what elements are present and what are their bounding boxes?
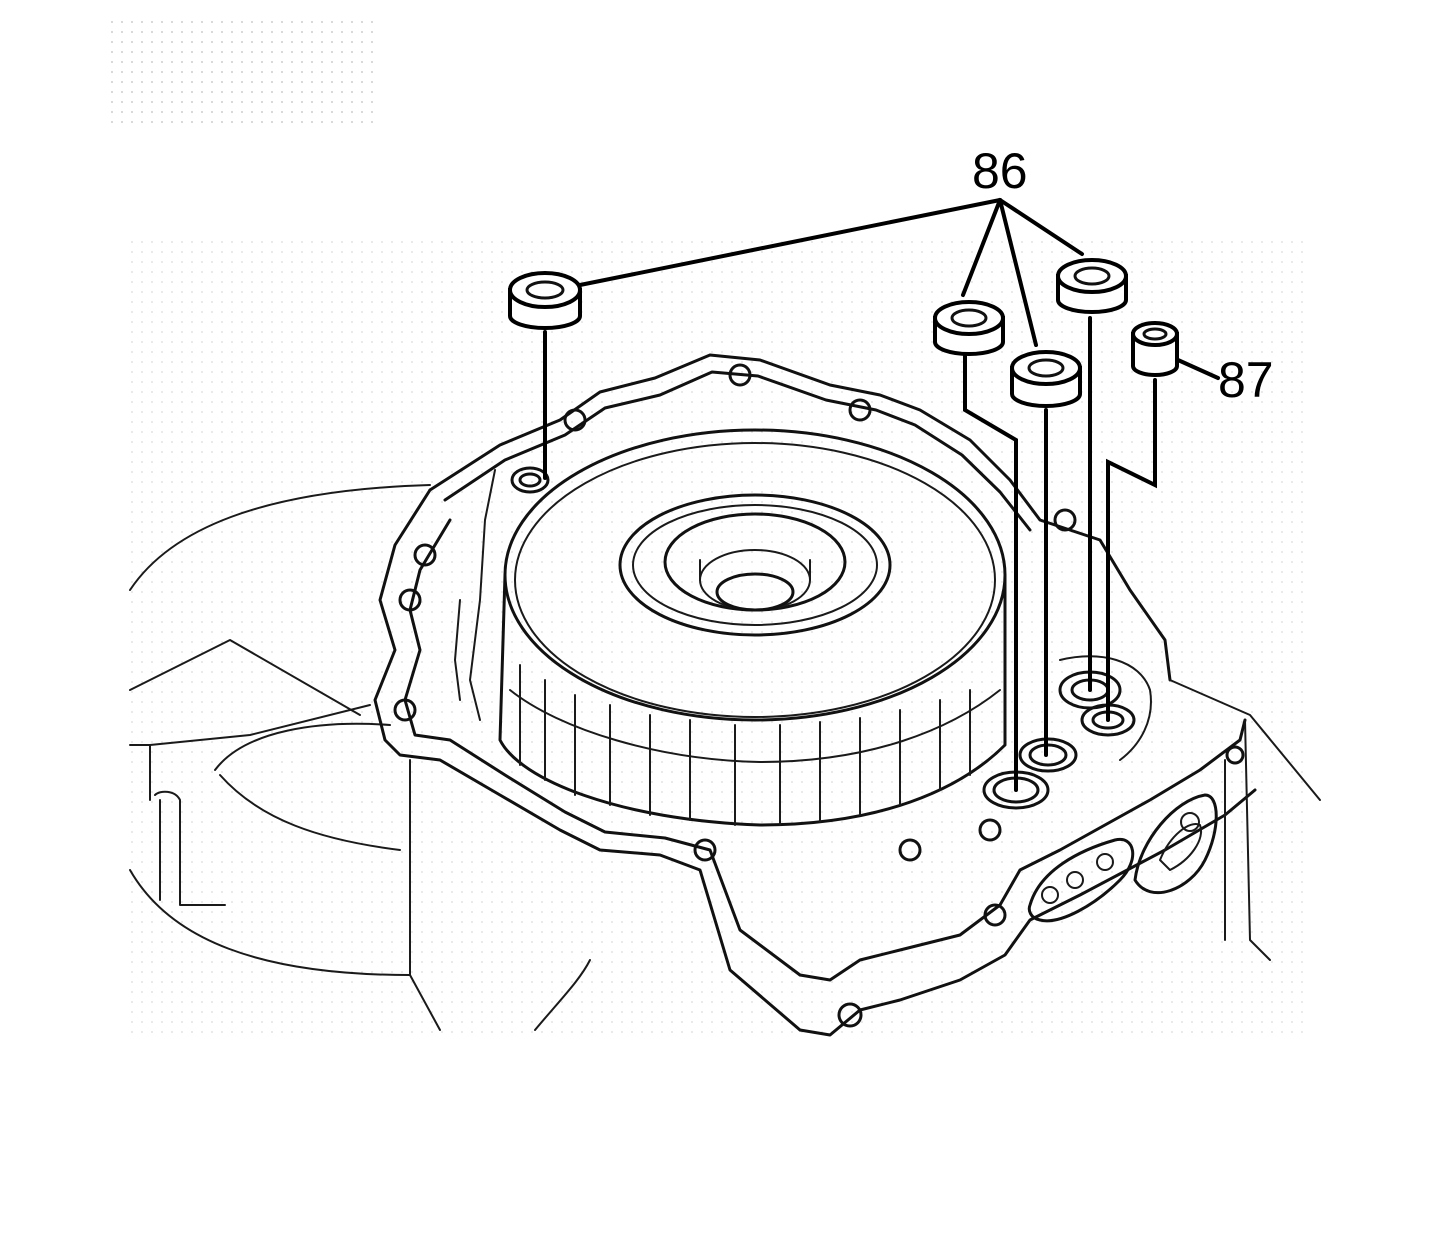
callout-87: 87 <box>1218 352 1274 408</box>
stipple-area-top <box>110 20 380 130</box>
clutch-drum <box>454 428 1007 827</box>
sleeve-87 <box>1131 321 1179 377</box>
callout-leaders <box>578 198 1220 380</box>
stipple-area-main <box>130 235 1310 1035</box>
sleeve-86-right <box>1056 258 1128 314</box>
install-guide-lines <box>543 316 1157 792</box>
callout-86: 86 <box>972 143 1028 199</box>
sleeve-86-left <box>508 271 582 330</box>
sleeve-86-middle-b <box>1010 350 1082 408</box>
fluid-passages <box>1027 793 1218 923</box>
sleeve-86-middle-a <box>933 300 1005 356</box>
flange-bolt-holes <box>393 363 1245 1028</box>
housing-background <box>129 484 591 1031</box>
